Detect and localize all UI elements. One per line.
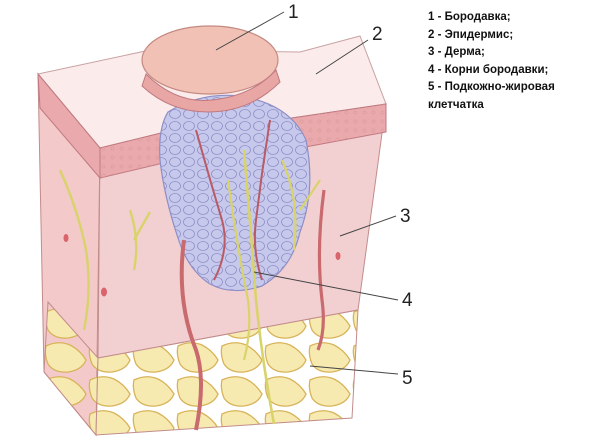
dermis-spot-1: [101, 287, 107, 297]
blood-vessel-2: [316, 189, 326, 351]
leader-2: [315, 39, 369, 75]
dermis-spot-3: [335, 252, 341, 260]
blood-vessel-4: [253, 119, 271, 281]
front-face-fat: [95, 309, 359, 436]
nerve-4: [280, 159, 321, 251]
dermis-spot-2: [63, 234, 69, 242]
wart-base: [141, 69, 281, 113]
callout-3: 3: [400, 206, 411, 227]
leader-4: [253, 271, 399, 301]
legend-item-roots: 4 - Корни бородавки;: [428, 63, 549, 76]
leader-1: [215, 11, 285, 51]
wart: [141, 25, 279, 95]
wart-roots-cells: [159, 95, 310, 291]
nerve-1: [58, 169, 90, 331]
leader-5: [309, 365, 399, 375]
legend-item-dermis: 3 - Дерма;: [428, 46, 485, 58]
legend-item-fat: 5 - Подкожно-жировая клетчатка: [428, 81, 555, 111]
legend-item-wart: 1 - Бородавка;: [428, 11, 511, 23]
callout-1: 1: [288, 2, 299, 23]
nerve-2: [128, 209, 152, 271]
leader-3: [339, 215, 397, 237]
callout-2: 2: [372, 24, 383, 45]
legend-item-epidermis: 2 - Эпидермис;: [428, 28, 514, 41]
blood-vessel-3: [195, 129, 226, 281]
nerve-3: [242, 149, 276, 425]
blood-vessel-1: [179, 239, 203, 431]
left-epidermis-band: [37, 72, 101, 180]
legend: 1 - Бородавка; 2 - Эпидермис; 3 - Дерма;…: [428, 9, 598, 114]
callout-4: 4: [402, 290, 413, 311]
nerve-5: [226, 179, 251, 361]
callout-5: 5: [402, 368, 413, 389]
